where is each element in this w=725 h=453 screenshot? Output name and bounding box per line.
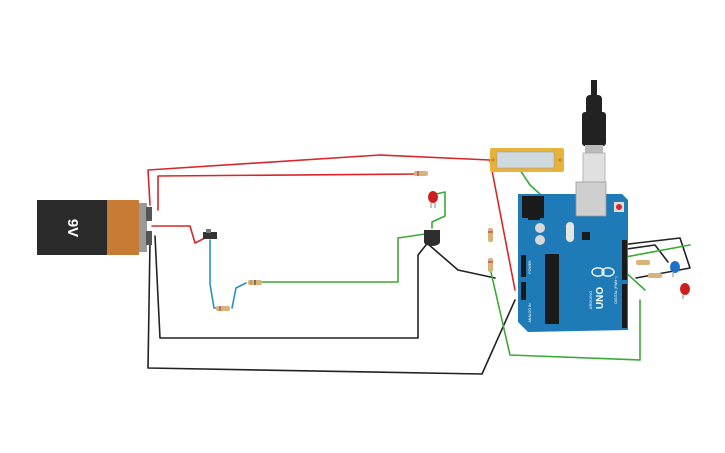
header-power (521, 255, 526, 277)
label-power: POWER (528, 260, 532, 274)
battery-label: 9V (64, 219, 81, 237)
wire-green-led[interactable] (431, 191, 446, 229)
capacitor-2 (535, 235, 545, 245)
capacitor-1 (535, 223, 545, 233)
led-red-left[interactable] (428, 191, 438, 208)
resistor-7[interactable] (648, 273, 662, 278)
arduino-logo: UNO ARDUINO (588, 267, 615, 309)
resistor-5[interactable] (488, 258, 493, 272)
wire-red-top-inner[interactable] (157, 173, 421, 211)
wire-black-right-1[interactable] (619, 237, 691, 279)
lcd-display[interactable] (490, 148, 564, 172)
wire-blue-switch[interactable] (209, 239, 229, 309)
resistor-2[interactable] (216, 306, 230, 311)
power-jack (522, 196, 544, 218)
wire-green-base[interactable] (261, 233, 426, 283)
header-digital-bottom (622, 284, 627, 328)
resistor-4[interactable] (488, 228, 493, 242)
wire-black-bottom-inner[interactable] (154, 235, 431, 339)
transistor[interactable] (424, 230, 440, 246)
wire-red-switch[interactable] (151, 225, 206, 244)
wire-red-top-outer[interactable] (147, 154, 516, 291)
wire-green-right[interactable] (619, 244, 691, 259)
label-digital: DIGITAL (PWM~) (614, 276, 618, 303)
usb-cable[interactable] (582, 80, 606, 184)
arduino-brand: UNO (595, 287, 606, 309)
resistor-1[interactable] (248, 280, 262, 285)
led-blue-right[interactable] (670, 261, 680, 277)
usb-port (575, 181, 607, 217)
lcd-screw-left (491, 158, 495, 162)
battery-9v[interactable]: 9V (37, 200, 152, 255)
wire-black-bottom-outer[interactable] (147, 241, 516, 375)
header-digital-top (622, 240, 627, 280)
wire-black-transistor[interactable] (427, 243, 496, 279)
slide-switch[interactable] (203, 229, 217, 239)
microcontroller-chip (545, 254, 559, 324)
wire-green-lower[interactable] (489, 267, 641, 361)
led-red-right[interactable] (680, 283, 690, 299)
resistor-6[interactable] (636, 260, 650, 265)
arduino-logo-text: ARDUINO (588, 291, 593, 309)
arduino-uno-board[interactable]: UNO ARDUINO DIGITAL (PWM~) POWER ANALOG … (518, 181, 628, 332)
resistor-3[interactable] (414, 171, 428, 176)
lcd-screw-right (558, 158, 562, 162)
wire-black-right-2[interactable] (619, 244, 669, 263)
crystal (566, 222, 574, 242)
wire-blue-resistor[interactable] (231, 282, 247, 309)
label-analog: ANALOG IN (528, 303, 532, 323)
header-analog (521, 282, 526, 300)
